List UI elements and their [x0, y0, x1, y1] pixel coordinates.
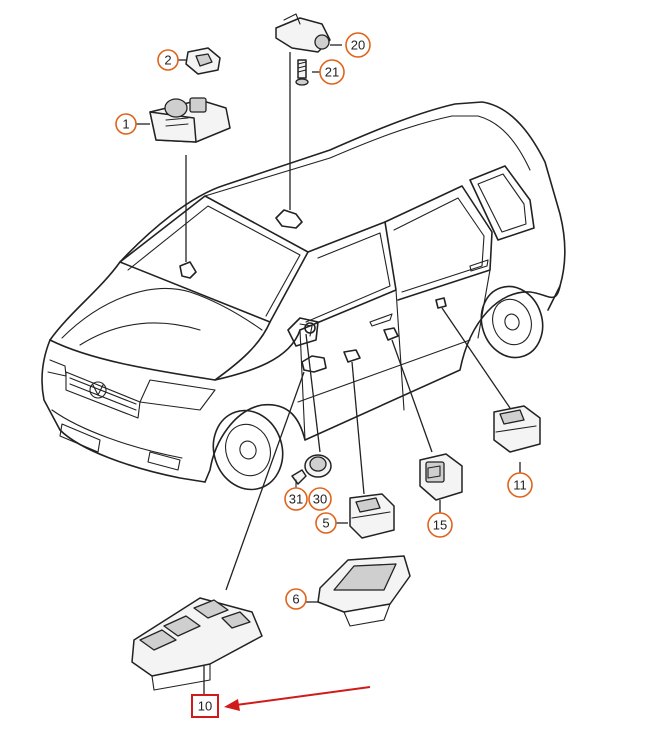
callout-5[interactable]: 5 — [315, 512, 337, 534]
part-30-switch-knob — [304, 454, 332, 478]
callout-21[interactable]: 21 — [319, 59, 345, 85]
callout-31[interactable]: 31 — [284, 487, 308, 511]
callout-2-label: 2 — [164, 53, 171, 68]
callout-10-highlighted[interactable]: 10 — [191, 694, 219, 718]
part-1-mirror-switch — [149, 97, 231, 143]
part-5-window-switch — [349, 493, 395, 539]
callout-21-label: 21 — [325, 65, 339, 80]
vehicle-outline — [41, 101, 566, 491]
callout-31-label: 31 — [289, 492, 303, 507]
highlight-arrow — [224, 686, 371, 711]
location-markers — [179, 209, 447, 373]
part-31-screw — [291, 469, 307, 489]
callout-2[interactable]: 2 — [157, 49, 179, 71]
callout-20-label: 20 — [351, 38, 365, 53]
callout-15-label: 15 — [433, 518, 447, 533]
leader-lines — [136, 44, 521, 694]
callout-30[interactable]: 30 — [308, 487, 332, 511]
part-10-master-window-switch — [131, 597, 263, 691]
callout-1[interactable]: 1 — [115, 113, 137, 135]
callout-30-label: 30 — [313, 492, 327, 507]
callout-1-label: 1 — [122, 117, 129, 132]
part-6-trim-housing — [317, 555, 411, 627]
callout-15[interactable]: 15 — [427, 512, 453, 538]
callout-11-label: 11 — [513, 478, 527, 493]
part-2-cap — [185, 47, 221, 75]
callout-6-label: 6 — [292, 592, 299, 607]
callout-20[interactable]: 20 — [345, 32, 371, 58]
part-11-window-switch — [493, 405, 541, 453]
callout-10-label: 10 — [198, 699, 212, 714]
part-21-screw — [295, 59, 309, 86]
part-15-switch — [419, 453, 463, 501]
callout-11[interactable]: 11 — [507, 472, 533, 498]
part-20-sensor — [275, 13, 331, 53]
callout-5-label: 5 — [322, 516, 329, 531]
callout-6[interactable]: 6 — [285, 588, 307, 610]
